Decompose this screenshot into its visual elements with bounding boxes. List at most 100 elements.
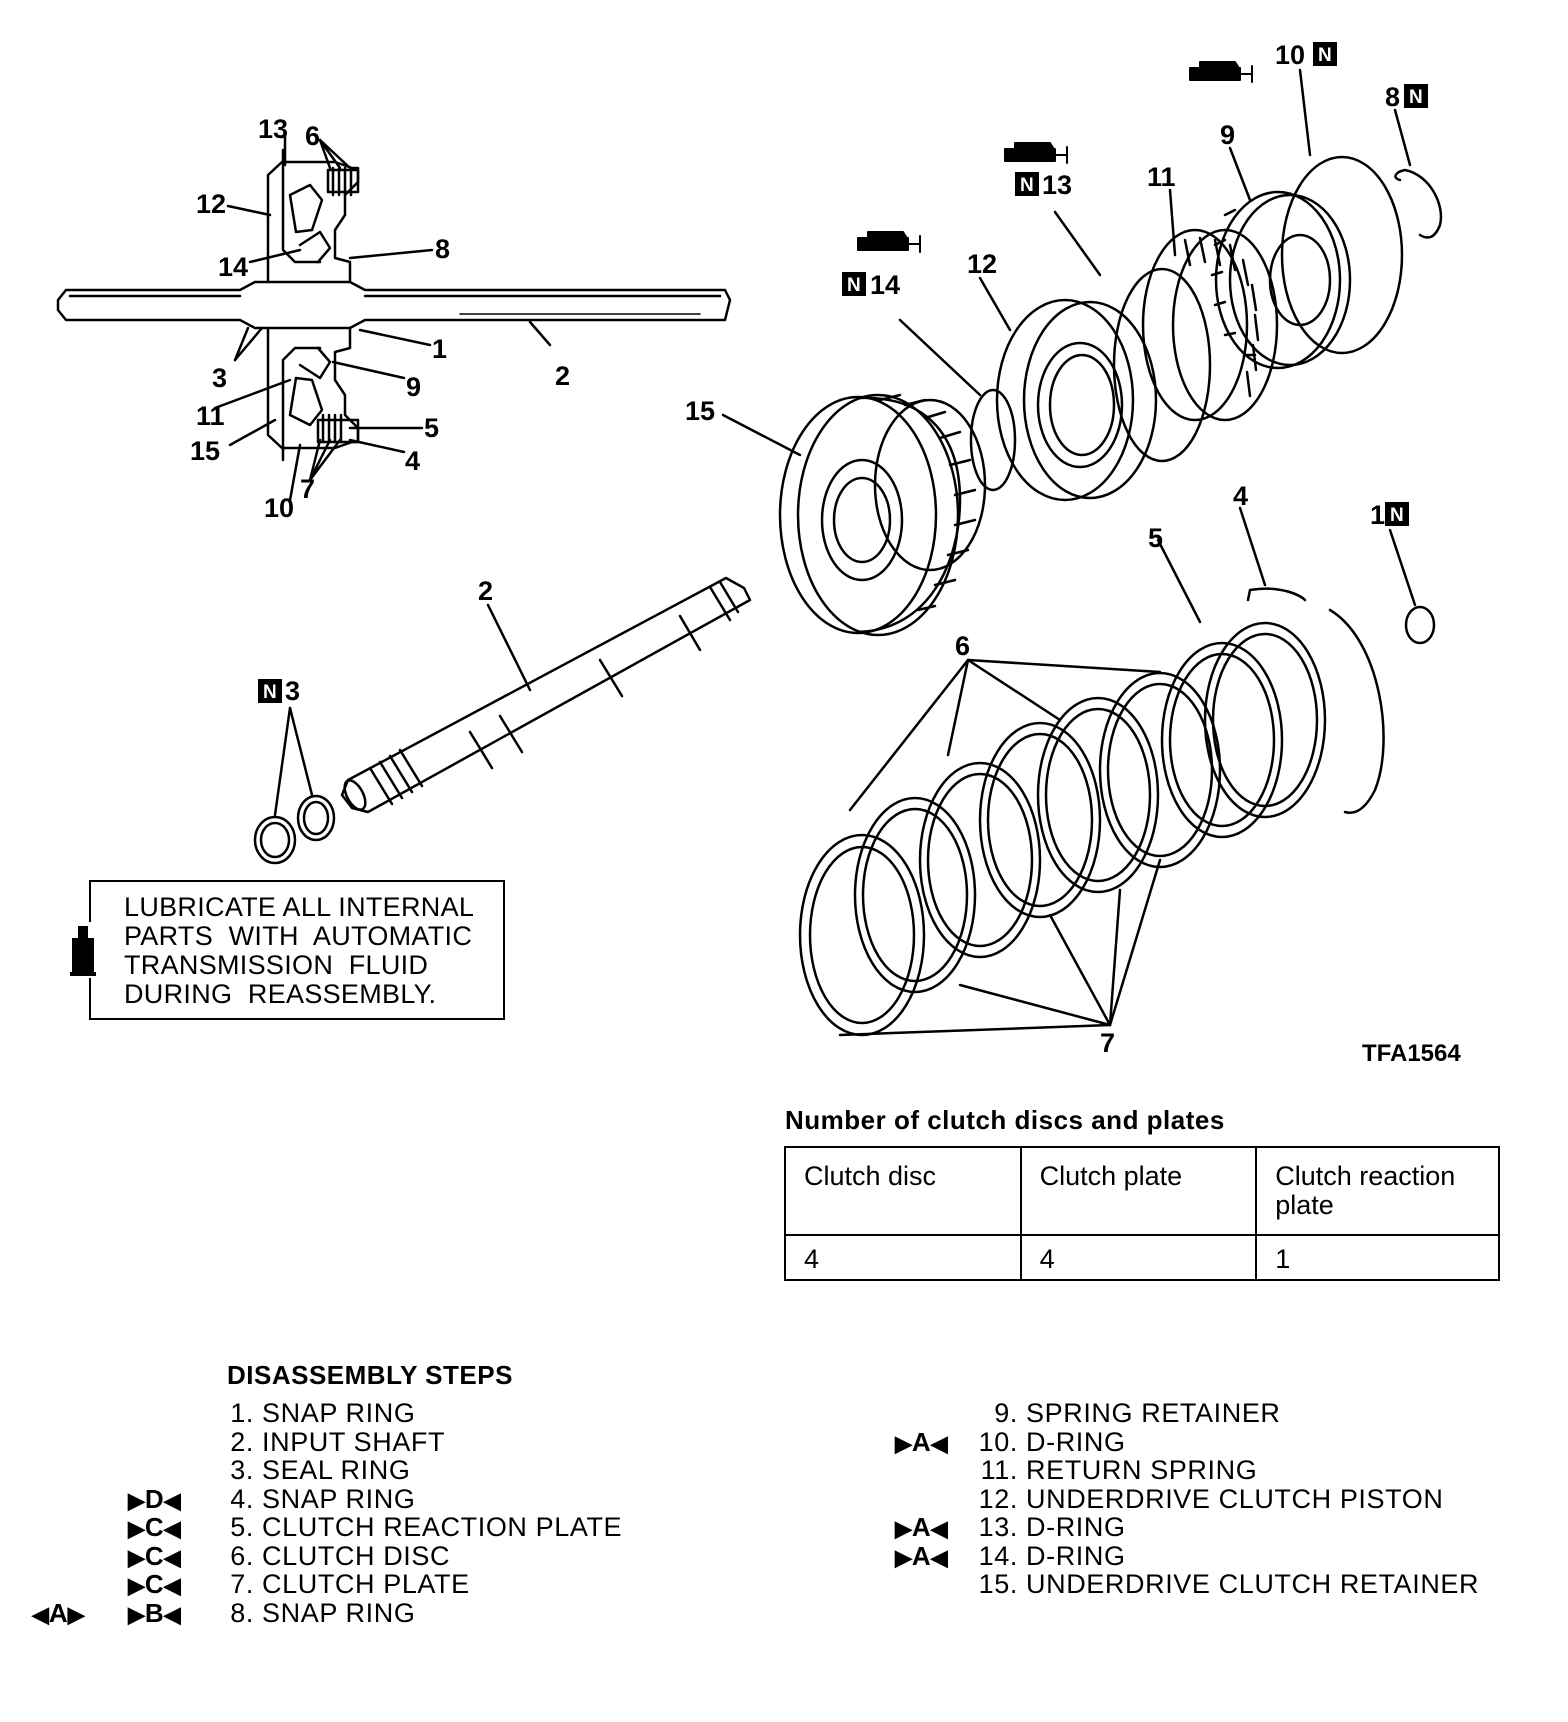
svg-text:N: N [1020, 175, 1034, 196]
callout-1: 1 [432, 334, 447, 364]
reassembly-mark: ▶A◀ [895, 1426, 948, 1457]
grease-gun-icon [857, 231, 921, 253]
clutch-table-title: Number of clutch discs and plates [785, 1105, 1225, 1135]
cross-section-view [56, 133, 732, 502]
snap-ring-8-drawing [1393, 108, 1443, 239]
callout-13: 13 [1042, 170, 1072, 200]
step-number: 11. [980, 1455, 1018, 1485]
step-name: SNAP RING [262, 1398, 416, 1428]
n-badge: N [1313, 42, 1337, 66]
callout-9: 9 [406, 372, 421, 402]
figure-code: TFA1564 [1362, 1040, 1461, 1067]
step-name: CLUTCH DISC [262, 1540, 451, 1571]
d-ring-14-drawing [898, 318, 1017, 492]
step-number: 4. [230, 1483, 254, 1514]
svg-text:N: N [1318, 45, 1332, 66]
callout-10: 10 [264, 493, 294, 523]
callout-3: 3 [212, 363, 227, 393]
callout-6: 6 [305, 121, 320, 151]
step-name: SEAL RING [262, 1455, 411, 1485]
d-ring-13-drawing [1053, 210, 1212, 463]
step-number: 5. [230, 1512, 254, 1542]
reassembly-mark: ▶A◀ [895, 1540, 948, 1571]
header-cell: Clutch disc [784, 1146, 1022, 1236]
n-badge: N [1404, 84, 1428, 108]
disassembly-mark: ◀A▶ [32, 1597, 85, 1628]
n-badge: N [1015, 172, 1039, 196]
step-name: SNAP RING [262, 1597, 416, 1628]
disassembly-step: 9.SPRING RETAINER [962, 1398, 1281, 1429]
disassembly-step: 7. CLUTCH PLATE [198, 1569, 470, 1600]
disassembly-step: 8. SNAP RING [198, 1598, 415, 1629]
reassembly-mark: ▶D◀ [128, 1483, 181, 1514]
n-badge: N [1385, 502, 1409, 526]
step-name: D-RING [1026, 1540, 1126, 1571]
spring-retainer-drawing [1210, 146, 1352, 370]
callout-5: 5 [424, 413, 439, 443]
clutch-table: Clutch disc Clutch plate Clutch reaction… [784, 1146, 1500, 1281]
callout-3: 3 [285, 676, 300, 706]
callout-5: 5 [1148, 523, 1163, 553]
callout-9: 9 [1220, 120, 1235, 150]
input-shaft-drawing [340, 576, 752, 814]
callout-2: 2 [478, 576, 493, 606]
value-cell: 4 [1019, 1234, 1258, 1281]
callout-14: 14 [218, 252, 248, 282]
callout-13: 13 [258, 114, 288, 144]
value-cell: 1 [1255, 1234, 1500, 1281]
disassembly-step: 11.RETURN SPRING [962, 1455, 1257, 1486]
step-name: CLUTCH REACTION PLATE [262, 1512, 623, 1542]
step-name: INPUT SHAFT [262, 1426, 446, 1457]
svg-text:N: N [263, 682, 277, 703]
disassembly-step: 15. UNDERDRIVE CLUTCH RETAINER [962, 1569, 1479, 1600]
disassembly-step: 5. CLUTCH REACTION PLATE [198, 1512, 622, 1543]
step-number: 7. [230, 1569, 254, 1599]
reassembly-mark: ▶B◀ [128, 1597, 181, 1628]
disassembly-step: 6.CLUTCH DISC [198, 1541, 450, 1572]
n-badge: N [258, 679, 282, 703]
reassembly-mark: ▶C◀ [128, 1540, 181, 1571]
disassembly-step: 13. D-RING [962, 1512, 1126, 1543]
clutch-pack-drawing [798, 621, 1327, 1037]
reassembly-mark: ▶A◀ [895, 1512, 948, 1542]
step-number: 8. [230, 1597, 254, 1628]
header-cell: Clutch plate [1019, 1146, 1258, 1236]
step-number: 10. [978, 1426, 1018, 1457]
callout-10: 10 [1275, 40, 1305, 70]
callout-11: 11 [196, 401, 225, 431]
callout-4: 4 [1233, 481, 1248, 511]
table-header-row: Clutch disc Clutch plate Clutch reaction… [784, 1146, 1500, 1236]
step-name: SPRING RETAINER [1026, 1398, 1281, 1428]
step-number: 15. [978, 1569, 1018, 1599]
oil-can-icon [68, 922, 98, 978]
callout-6: 6 [955, 631, 970, 661]
callout-8: 8 [1385, 82, 1400, 112]
callout-8: 8 [435, 234, 450, 264]
disassembly-step: 3.SEAL RING [198, 1455, 410, 1486]
disassembly-step: 12. UNDERDRIVE CLUTCH PISTON [962, 1484, 1443, 1515]
callout-7: 7 [1100, 1028, 1115, 1058]
step-number: 12. [978, 1483, 1018, 1514]
value-cell: 4 [784, 1234, 1022, 1281]
disassembly-step: 10. D-RING [962, 1427, 1126, 1458]
reassembly-mark: ▶C◀ [128, 1512, 181, 1542]
step-number: 13. [978, 1512, 1018, 1542]
callout-15: 15 [190, 436, 220, 466]
callout-2: 2 [555, 361, 570, 391]
step-number: 1. [230, 1398, 254, 1428]
step-name: D-RING [1026, 1512, 1126, 1542]
reassembly-mark: ▶C◀ [128, 1569, 181, 1599]
piston-drawing [978, 276, 1158, 502]
reaction-plate-drawing [1156, 506, 1436, 814]
step-name: CLUTCH PLATE [262, 1569, 470, 1599]
table-row: 4 4 1 [784, 1234, 1500, 1281]
disassembly-step: 1. SNAP RING [198, 1398, 415, 1429]
step-name: UNDERDRIVE CLUTCH RETAINER [1026, 1569, 1480, 1599]
step-name: D-RING [1026, 1426, 1126, 1457]
step-name: UNDERDRIVE CLUTCH PISTON [1026, 1483, 1444, 1514]
step-number: 2. [230, 1426, 254, 1457]
callout-11: 11 [1147, 162, 1176, 192]
d-ring-10-drawing [1280, 68, 1404, 355]
